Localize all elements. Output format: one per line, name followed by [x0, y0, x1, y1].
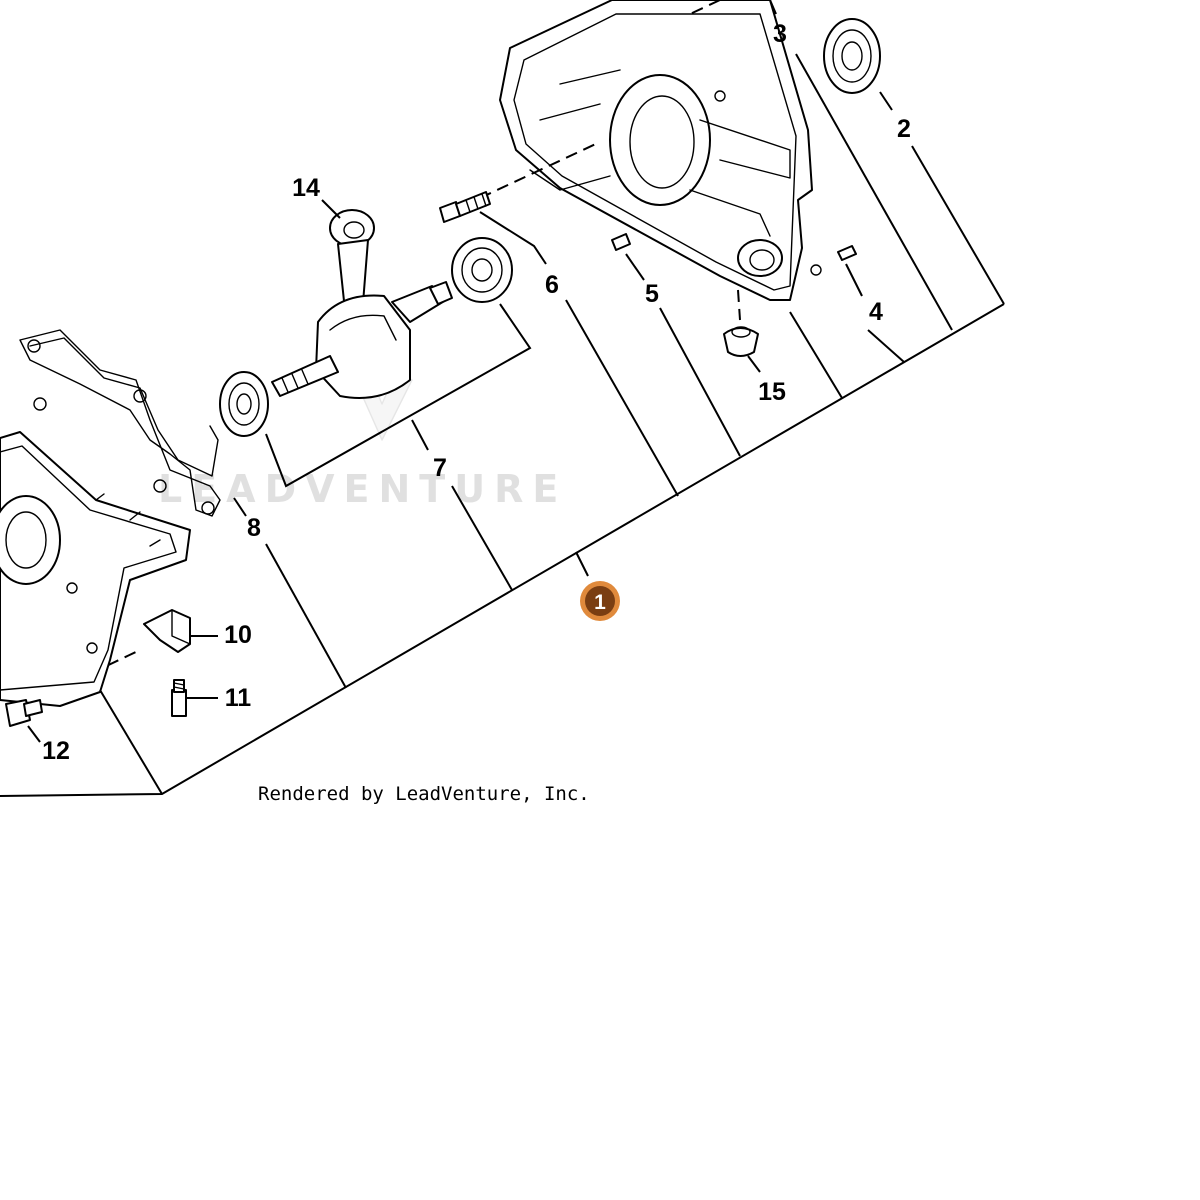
screw-flange[interactable] [5, 699, 43, 727]
callout-4[interactable]: 4 [869, 298, 883, 326]
callout-14[interactable]: 14 [292, 174, 320, 202]
crankshaft-assembly[interactable] [271, 209, 453, 399]
clip-bracket[interactable] [143, 609, 191, 653]
callout-8[interactable]: 8 [247, 514, 261, 542]
crankcase-half-right[interactable] [499, 0, 822, 301]
callout-11[interactable]: 11 [225, 684, 252, 712]
leader-lines [0, 0, 1005, 797]
watermark-text: LEADVENTURE [158, 467, 567, 511]
crankcase-gasket[interactable] [19, 329, 221, 517]
callout-15[interactable]: 15 [758, 378, 786, 406]
crankcase-screw[interactable] [439, 191, 491, 223]
callout-10[interactable]: 10 [224, 621, 252, 649]
dowel-pin-center[interactable] [611, 233, 631, 251]
callout-2[interactable]: 2 [897, 115, 911, 143]
crankcase-half-left[interactable] [0, 431, 191, 707]
bearing-top-right[interactable] [823, 18, 881, 94]
bearing-crankshaft-left[interactable] [219, 371, 269, 437]
callout-3[interactable]: 3 [773, 20, 787, 48]
screw-small[interactable] [171, 679, 187, 717]
render-credit: Rendered by LeadVenture, Inc. [258, 783, 590, 805]
rubber-grommet[interactable] [723, 326, 759, 357]
dowel-pin-right[interactable] [837, 245, 857, 261]
callout-5[interactable]: 5 [645, 280, 659, 308]
callout-1[interactable]: 1 [594, 591, 606, 614]
bearing-crankshaft-right[interactable] [451, 237, 513, 303]
callout-7[interactable]: 7 [433, 454, 447, 482]
callout-6[interactable]: 6 [545, 271, 559, 299]
callout-12[interactable]: 12 [42, 737, 70, 765]
callout-1-hotspot[interactable]: 1 [580, 581, 620, 621]
